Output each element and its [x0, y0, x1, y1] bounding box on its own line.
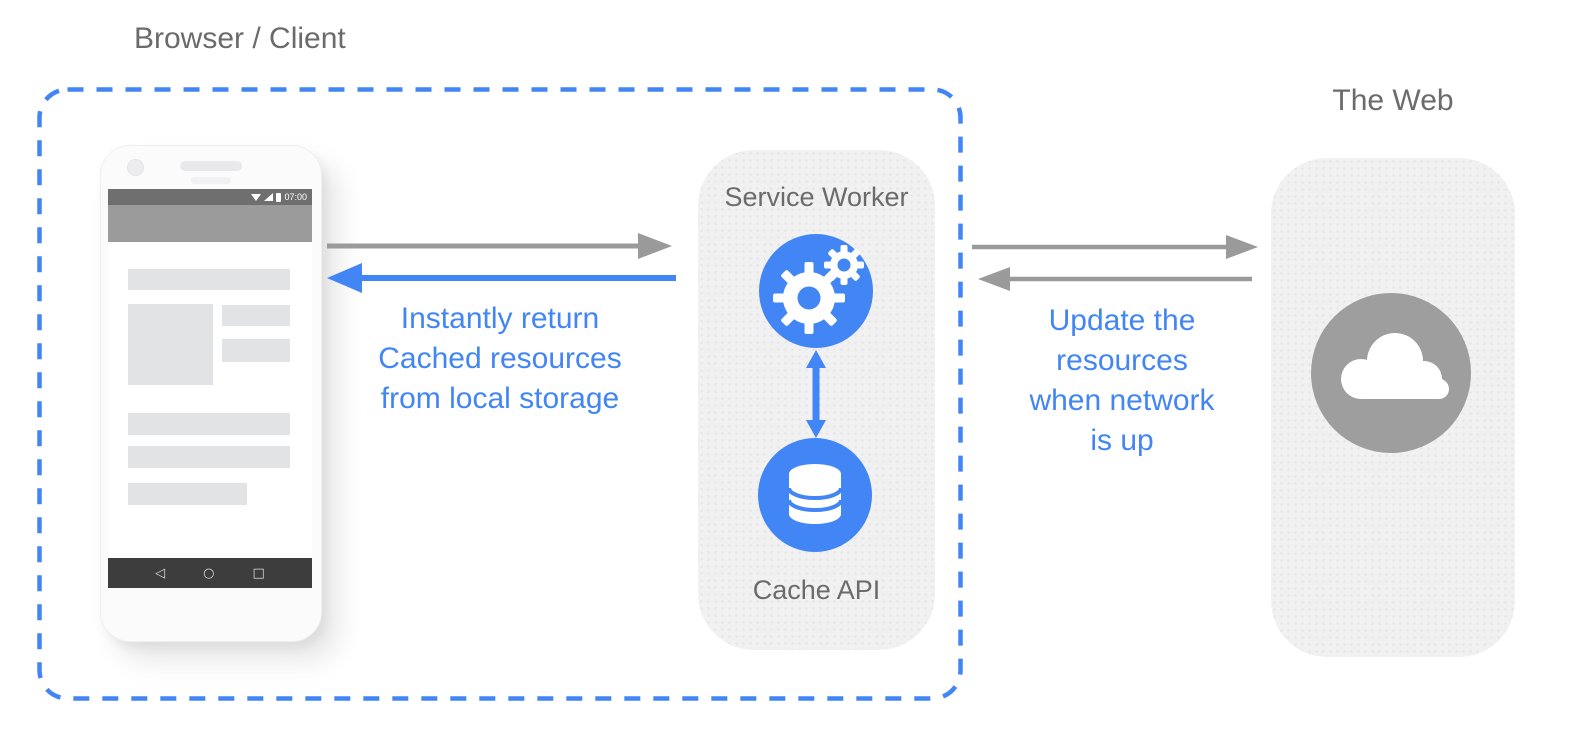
cloud-icon [1341, 333, 1449, 399]
phone-nav-bar: ◁ ○ □ [108, 558, 312, 588]
back-icon: ◁ [155, 565, 166, 581]
cache-flow-note: Instantly return Cached resources from l… [350, 299, 650, 419]
phone-speaker-icon [180, 161, 242, 171]
wireframe-bar [128, 269, 290, 290]
service-worker-title: Service Worker [724, 182, 909, 212]
phone-mockup: 07:00 ◁ ○ □ [100, 145, 322, 642]
the-web-panel [1271, 158, 1515, 657]
cache-api-badge [758, 438, 872, 552]
note-line: Instantly return [400, 302, 600, 335]
signal-icon [264, 193, 274, 201]
phone-camera-icon [127, 159, 144, 176]
wireframe-bar [222, 339, 290, 362]
gears-icon [773, 245, 864, 334]
phone-screen: 07:00 ◁ ○ □ [108, 189, 312, 588]
phone-app-bar [108, 205, 312, 242]
wireframe-image-block [128, 304, 213, 385]
request-arrow [327, 233, 672, 259]
wireframe-bar [128, 413, 290, 435]
battery-icon [276, 192, 282, 202]
note-line: resources [1056, 344, 1188, 377]
phone-status-bar: 07:00 [108, 189, 312, 205]
wireframe-bar [128, 446, 290, 468]
wifi-icon [251, 193, 262, 201]
recents-icon: □ [252, 565, 265, 581]
cached-response-arrow [327, 263, 676, 293]
the-web-title: The Web [1332, 84, 1454, 117]
network-request-arrow [972, 235, 1258, 259]
note-line: is up [1090, 424, 1154, 457]
network-response-arrow [978, 267, 1252, 291]
status-time: 07:00 [284, 192, 307, 202]
service-worker-panel: Service Worker [698, 150, 935, 650]
note-line: Update the [1048, 304, 1196, 337]
phone-wireframe-content [108, 242, 312, 558]
browser-client-title: Browser / Client [134, 22, 346, 55]
web-badge [1311, 293, 1471, 453]
wireframe-bar [222, 305, 290, 326]
home-icon: ○ [203, 565, 215, 581]
database-icon [787, 464, 843, 524]
note-line: from local storage [380, 382, 620, 415]
note-line: when network [1029, 384, 1215, 417]
network-flow-note: Update the resources when network is up [972, 301, 1272, 461]
service-worker-badge [759, 234, 873, 348]
cache-api-label: Cache API [752, 575, 881, 605]
phone-grill-icon [191, 177, 231, 184]
wireframe-bar [128, 483, 247, 505]
note-line: Cached resources [378, 342, 622, 375]
